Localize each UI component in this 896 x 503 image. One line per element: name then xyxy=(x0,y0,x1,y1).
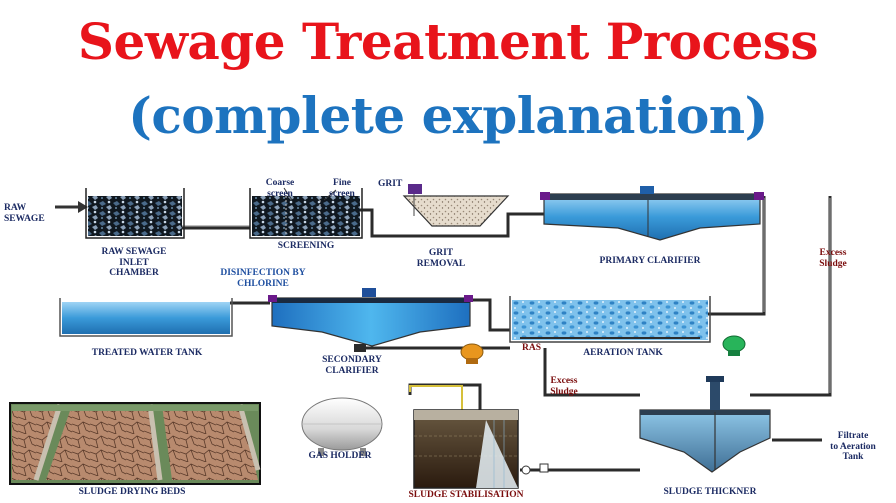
pipe-grit-to-primary xyxy=(360,208,544,238)
raw-sewage-arrow-icon xyxy=(55,201,88,213)
secondary-clarifier xyxy=(268,288,473,352)
grit-chamber xyxy=(402,184,510,227)
pipe-aeration-to-secondary xyxy=(470,298,510,332)
sludge-drying-beds xyxy=(9,402,261,485)
label-sludge-stabilisation: SLUDGE STABILISATION xyxy=(408,490,524,500)
gas-line xyxy=(409,385,463,410)
label-screening: SCREENING xyxy=(277,241,335,251)
pipe-digester-to-gasholder xyxy=(408,383,482,410)
screening-chamber xyxy=(249,187,363,239)
treated-water-tank xyxy=(59,298,233,337)
label-sludge-drying-beds: SLUDGE DRYING BEDS xyxy=(78,487,186,497)
inlet-chamber xyxy=(85,188,185,239)
ras-pump-icon xyxy=(460,343,484,364)
sludge-digester xyxy=(413,409,531,489)
sludge-thickener xyxy=(639,376,771,473)
thickener-drive-icon xyxy=(710,380,720,410)
aeration-tank xyxy=(509,296,711,343)
label-grit: GRIT xyxy=(378,179,403,189)
pipe-ras xyxy=(358,346,510,352)
label-gas-holder: GAS HOLDER xyxy=(308,451,372,461)
label-primary-clarifier: PRIMARY CLARIFIER xyxy=(599,256,701,266)
primary-drive-icon xyxy=(640,186,654,194)
page-title: Sewage Treatment Process xyxy=(77,12,819,71)
label-aeration-tank: AERATION TANK xyxy=(583,348,663,358)
label-sludge-thickener: SLUDGE THICKNER xyxy=(663,487,757,497)
pipe-excess-sludge-right xyxy=(750,196,832,397)
grit-valve-icon xyxy=(408,184,422,194)
gas-holder xyxy=(301,397,383,456)
secondary-drive-icon xyxy=(362,288,376,297)
label-ras: RAS xyxy=(522,343,542,353)
primary-clarifier xyxy=(540,186,764,241)
page-subtitle: (complete explanation) xyxy=(128,86,768,145)
pipe-excess-sludge-mid xyxy=(543,348,640,397)
blower-icon xyxy=(722,335,746,356)
label-treated-water-tank: TREATED WATER TANK xyxy=(91,348,203,358)
